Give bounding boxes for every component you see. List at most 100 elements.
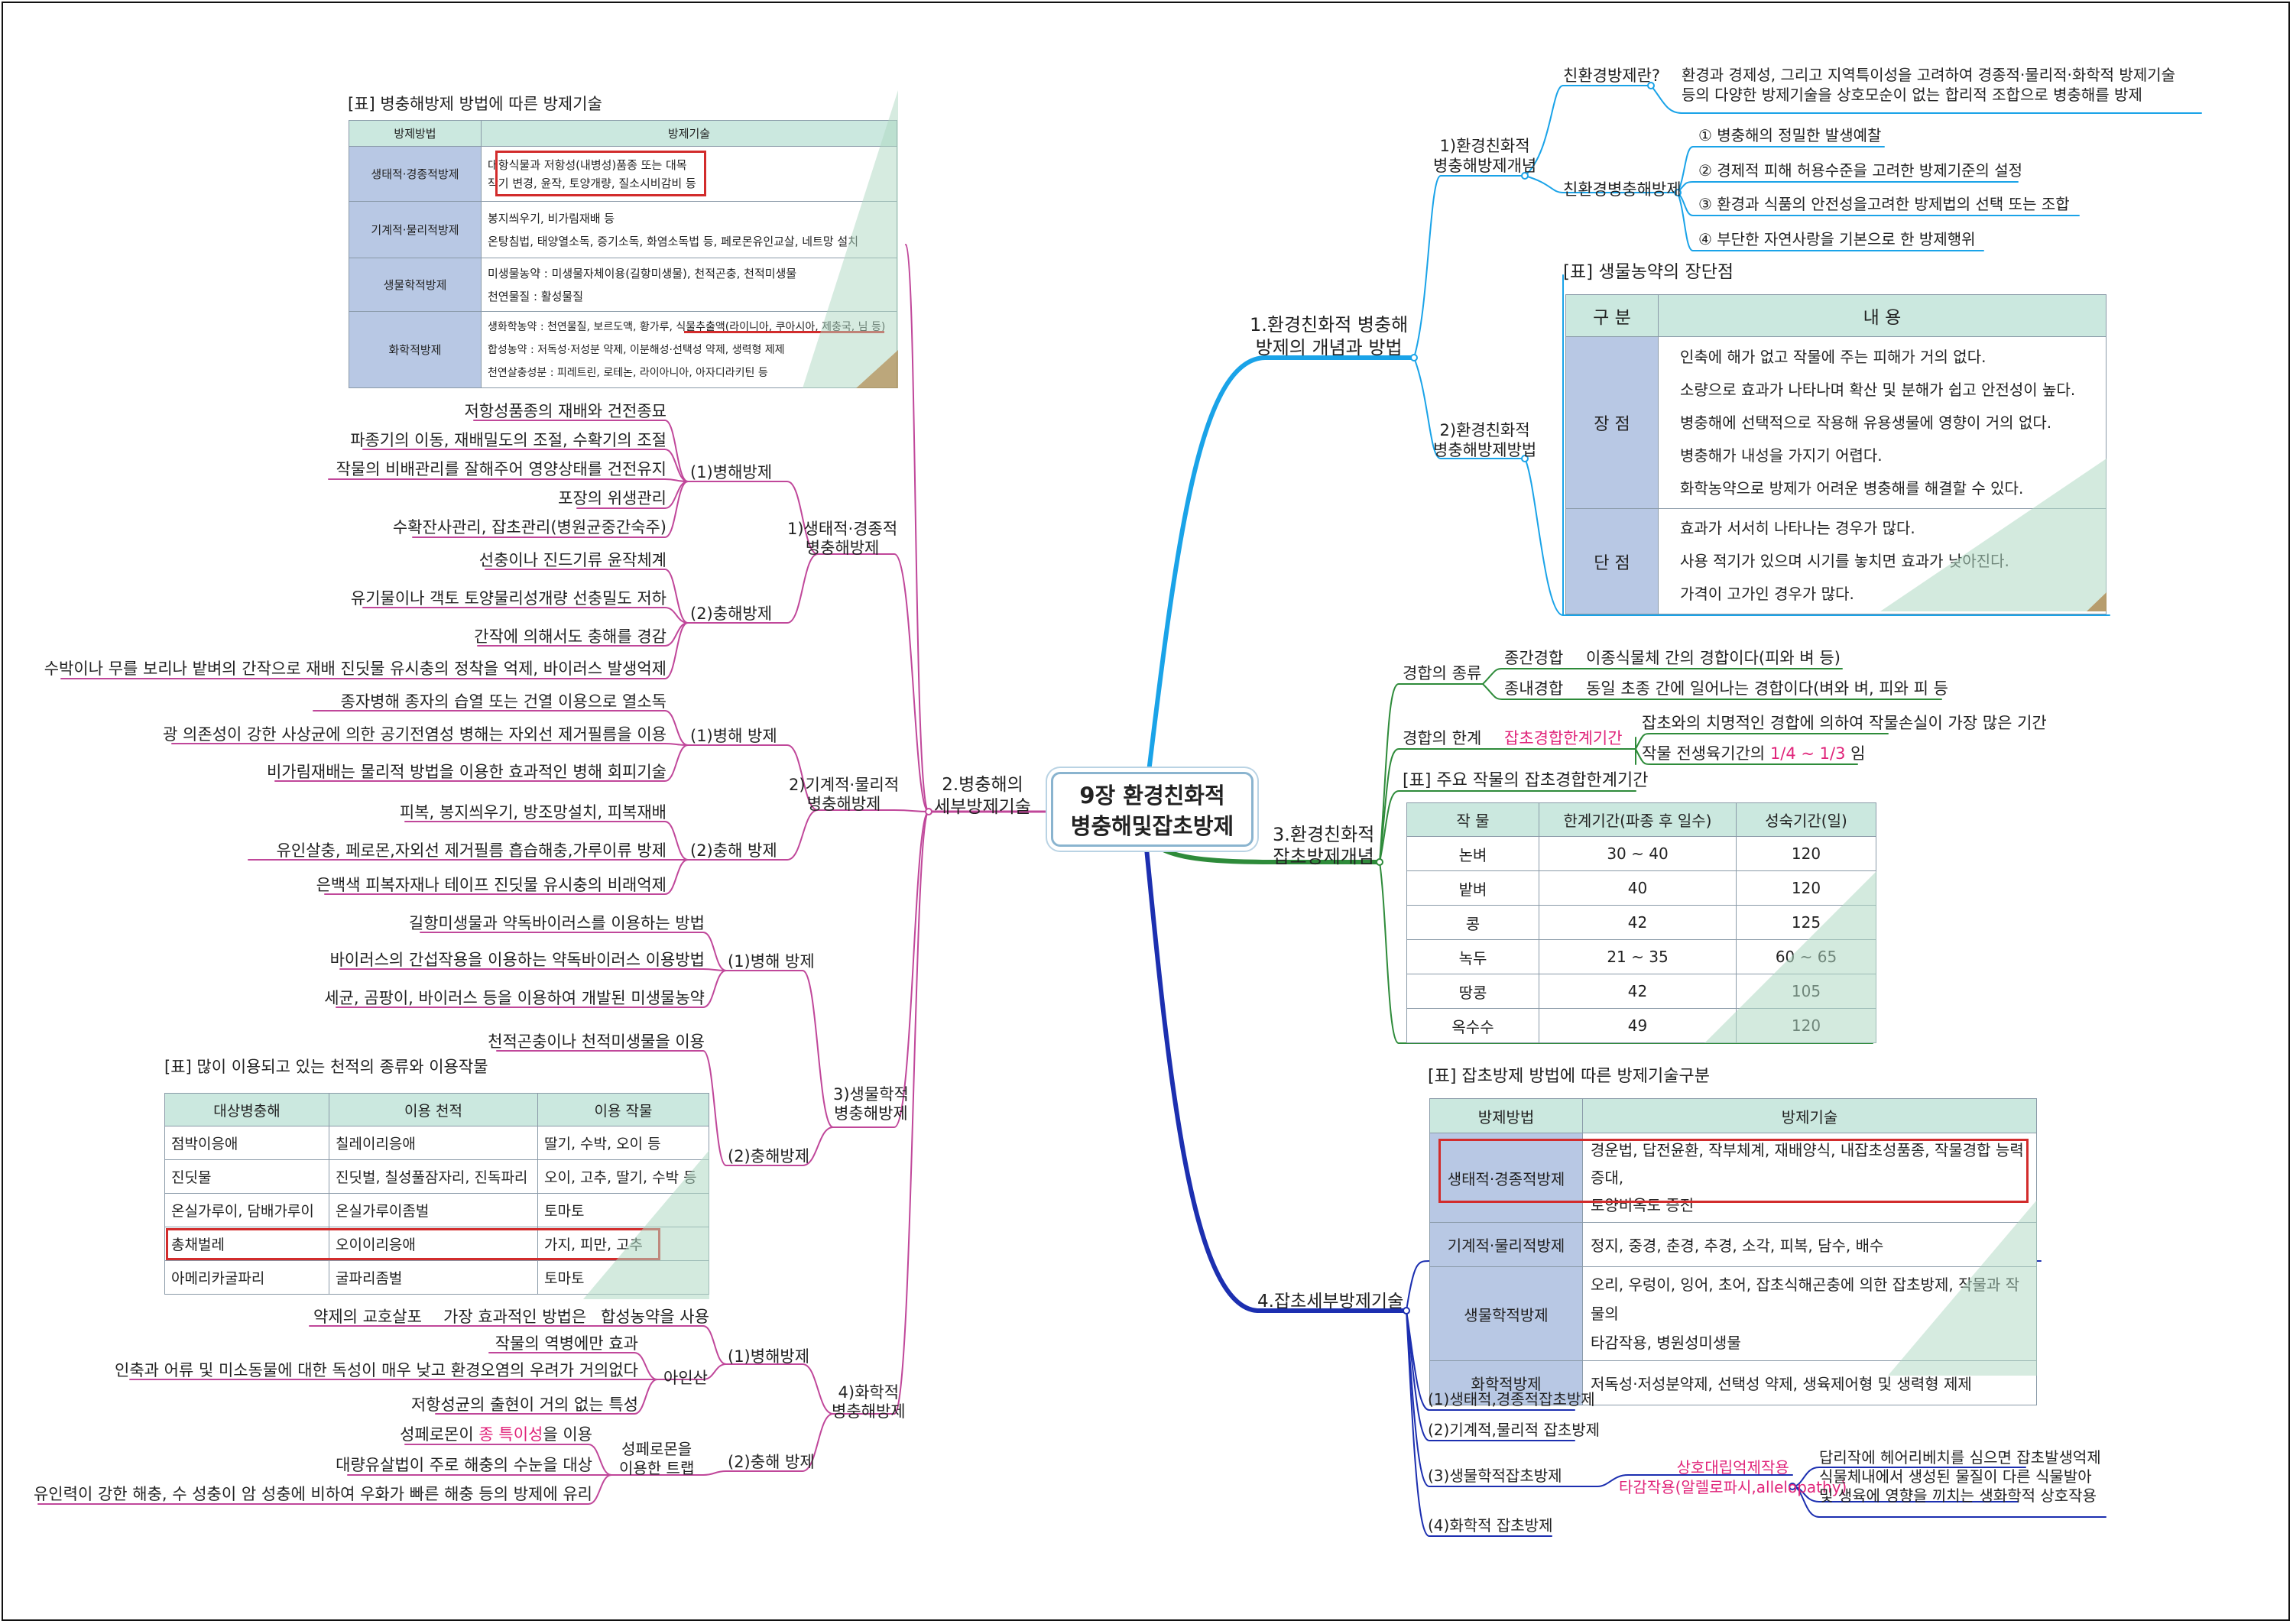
comp-maturity: 120 (1736, 836, 1876, 871)
weed-item-2: (2)기계적,물리적 잡초방제 (1428, 1421, 1601, 1439)
enemy-target: 온실가루이, 담배가루이 (164, 1193, 329, 1227)
s4-most-effective: 가장 효과적인 방법은 (443, 1308, 587, 1326)
enemy-species: 오이이리응애 (329, 1227, 538, 1261)
branch4-title: 4.잡초세부방제기술 (1257, 1292, 1404, 1311)
s1-disease-item-4: 포장의 위생관리 (558, 489, 666, 507)
competition-limit-label: 경합의 한계 (1403, 729, 1482, 747)
critical-period-label: 잡초경합한계기간 (1504, 729, 1623, 747)
s4-line2: 병충해방제 (832, 1402, 906, 1421)
branch1-sub2: 2)환경친화적 병충해방제방법 (1433, 420, 1536, 460)
plant-extract-underline (684, 331, 884, 333)
mgmt-item-2: ② 경제적 피해 허용수준을 고려한 방제기준의 설정 (1698, 161, 2023, 180)
pro-2: 소량으로 효과가 나타나며 확산 및 분해가 쉽고 안전성이 높다. (1680, 380, 2076, 399)
bio-pros-label: 장 점 (1565, 336, 1659, 509)
weed-item-1: (1)생태적,경종적잡초방제 (1428, 1390, 1595, 1408)
mgmt-item-1: ① 병충해의 정밀한 발생예찰 (1698, 126, 1882, 144)
competition-table-title: [표] 주요 작물의 잡초경합한계기간 (1403, 771, 1649, 790)
allelopathy-text2: 식물체내에서 생성된 물질이 다른 식물발아 (1819, 1467, 2092, 1486)
pest-method-bio: 생물학적방제 (349, 258, 482, 312)
comp-period: 42 (1539, 974, 1737, 1009)
bio-cons-label: 단 점 (1565, 508, 1659, 614)
pro-4: 병충해가 내성을 가지기 어렵다. (1680, 446, 1883, 465)
connector-branch1 (1144, 355, 1416, 793)
allelopathy-text3: 및 생육에 영향을 끼치는 생화학적 상호작용 (1819, 1486, 2097, 1505)
bio-table-head-content: 내 용 (1658, 294, 2107, 337)
comp-crop: 밭벼 (1406, 870, 1539, 906)
branch1-title-line2: 방제의 개념과 방법 (1255, 337, 1403, 358)
weed-method-mech: 기계적·물리적방제 (1429, 1222, 1583, 1267)
pest-tech-eco-line1: 대항식물과 저항성(내병성)품종 또는 대목 (488, 157, 687, 172)
pest-tech-eco-line2: 작기 변경, 윤작, 토양개량, 질소시비감비 등 (488, 176, 696, 190)
s4-synthetic-pesticide: 합성농약을 사용 (601, 1308, 709, 1326)
pro-3: 병충해에 선택적으로 작용해 유용생물에 영향이 거의 없다. (1680, 413, 2052, 432)
enemy-head-target: 대상병충해 (164, 1093, 329, 1126)
interspecific-text: 이종식물체 간의 경합이다(피와 벼 등) (1586, 649, 1841, 667)
center-title-line2: 병충해및잡초방제 (1070, 813, 1234, 839)
s1-line2: 병충해방제 (805, 539, 880, 557)
enemy-table-decor (583, 1150, 709, 1299)
s4-pheromone-item-3: 유인력이 강한 해충, 수 성충이 암 성충에 비하여 우화가 빠른 해충 등의… (33, 1485, 592, 1503)
table-row: 생태적·경종적방제 경운법, 답전윤환, 작부체계, 재배양식, 내잡초성품종,… (1429, 1133, 2037, 1223)
pest-method-table: 방제방법 방제기술 생태적·경종적방제 대항식물과 저항성(내병성)품종 또는 … (349, 120, 897, 388)
enemy-species: 온실가루이좀벌 (329, 1193, 538, 1227)
comp-crop: 옥수수 (1406, 1008, 1539, 1043)
definition-line1: 환경과 경제성, 그리고 지역특이성을 고려하여 경종적·물리적·화학적 방제기… (1682, 66, 2176, 84)
s4-pheromone-item-1: 성페로몬이 종 특이성을 이용 (400, 1425, 592, 1444)
allelopathy-label-line2: 타감작용(알렐로파시,allelopathy) (1619, 1478, 1847, 1496)
branch2-title-line2: 세부방제기술 (934, 797, 1031, 817)
s2-insect: (2)충해 방제 (690, 841, 777, 860)
pheromone-text-b: 을 이용 (543, 1425, 592, 1444)
branch1-sub1-line2: 병충해방제개념 (1433, 157, 1537, 175)
enemy-target: 아메리카굴파리 (164, 1260, 329, 1295)
center-topic: 9장 환경친화적 병충해및잡초방제 (1051, 772, 1254, 847)
weed-item-4: (4)화학적 잡초방제 (1428, 1516, 1553, 1535)
pest-tech-chem-line1: 생화학농약 : 천연물질, 보르도액, 황가루, 식물추출액(라이니아, 쿠아시… (488, 320, 886, 333)
definition-line2: 등의 다양한 방제기술을 상호모순이 없는 합리적 조합으로 병충해를 방제 (1682, 86, 2142, 104)
pest-method-table-title: [표] 병충해방제 방법에 따른 방제기술 (348, 95, 602, 113)
branch3-title-line1: 3.환경친화적 (1273, 824, 1375, 845)
intraspecific-text: 동일 초종 간에 일어나는 경합이다(벼와 벼, 피와 피 등 (1586, 679, 1948, 698)
s1-disease-item-2: 파종기의 이동, 재배밀도의 조절, 수확기의 조절 (350, 431, 666, 449)
s2-disease-item-1: 종자병해 종자의 습열 또는 건열 이용으로 열소독 (340, 692, 666, 711)
branch1-sub2-line1: 2)환경친화적 (1439, 421, 1530, 439)
s2-disease: (1)병해 방제 (690, 727, 777, 745)
branch1-sub1: 1)환경친화적 병충해방제개념 (1433, 136, 1536, 176)
pest-table-decor (803, 90, 898, 388)
s1-insect-item-3: 간작에 의해서도 충해를 경감 (474, 627, 666, 646)
weed-item-3: (3)생물학적잡초방제 (1428, 1467, 1562, 1485)
s3-line1: 3)생물학적 (833, 1085, 909, 1104)
s1-insect-item-1: 선충이나 진드기류 윤작체계 (478, 551, 666, 569)
weed-eco-highlight-box (1438, 1139, 2029, 1203)
pest-tech-mech-line2: 온탕침법, 태양열소독, 증기소독, 화염소독법 등, 페로몬유인교살, 네트망… (488, 234, 859, 248)
branch1-title: 1.환경친화적 병충해 방제의 개념과 방법 (1250, 313, 1408, 359)
critical-text-fraction: 1/4 ~ 1/3 (1769, 744, 1846, 763)
pest-tech-chem-line3: 천연살충성분 : 피레트린, 로테논, 라이아니아, 아자디라키틴 등 (488, 366, 768, 379)
table-row: 기계적·물리적방제 정지, 중경, 춘경, 추경, 소각, 피복, 담수, 배수 (1429, 1222, 2037, 1267)
enemy-target: 총채벌레 (164, 1227, 329, 1261)
s4-acid-item-1: 작물의 역병에만 효과 (495, 1334, 638, 1353)
natural-enemy-table-title: [표] 많이 이용되고 있는 천적의 종류와 이용작물 (164, 1058, 488, 1076)
pest-tech-bio-line2: 천연물질 : 활성물질 (488, 289, 583, 303)
comp-head-period: 한계기간(파종 후 일수) (1539, 802, 1737, 837)
s4-phosphorous-acid: 아인산 (663, 1369, 708, 1387)
weed-tech-eco-line2: 토양비옥도 증진 (1591, 1196, 1695, 1214)
critical-period-text2: 작물 전생육기간의 1/4 ~ 1/3 임 (1642, 744, 1866, 763)
comp-period: 49 (1539, 1008, 1737, 1043)
pheromone-text-a: 성페로몬이 (400, 1425, 474, 1444)
comp-crop: 콩 (1406, 905, 1539, 940)
s4-insect: (2)충해 방제 (728, 1453, 815, 1471)
weed-tech-mech: 정지, 중경, 춘경, 추경, 소각, 피복, 담수, 배수 (1582, 1222, 2037, 1267)
interspecific-label: 종간경합 (1504, 649, 1564, 667)
comp-head-crop: 작 물 (1406, 802, 1539, 837)
comp-crop: 땅콩 (1406, 974, 1539, 1009)
bio-table-head-category: 구 분 (1565, 294, 1659, 337)
comp-table-decor (1704, 871, 1876, 1043)
s2-insect-item-2: 유인살충, 페로몬,자외선 제거필름 흡습해충,가루이류 방제 (276, 841, 666, 860)
